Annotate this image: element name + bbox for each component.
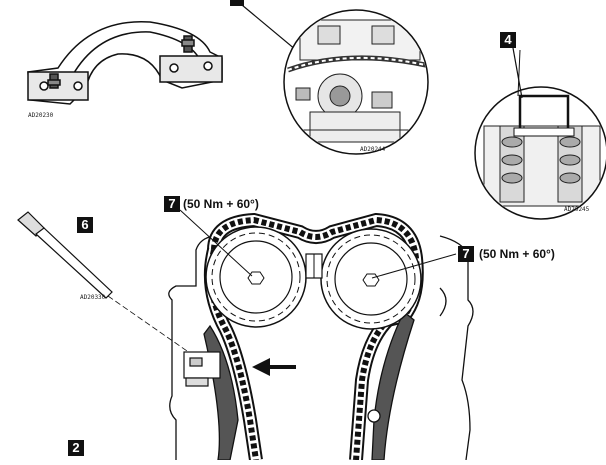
torque-spec-left: (50 Nm + 60°) <box>183 197 259 211</box>
leader-callout-4 <box>517 49 521 97</box>
top-callout-box-partial <box>230 0 244 6</box>
callout-2: 2 <box>68 440 84 456</box>
sprocket-left <box>205 226 307 328</box>
callout-7-right: 7 <box>458 246 474 262</box>
locking-rod-tool <box>17 211 201 361</box>
tensioner-bracket <box>183 351 221 387</box>
callout-6: 6 <box>77 217 93 233</box>
detail-camshafts <box>474 47 606 220</box>
leader-torque-left <box>179 209 253 277</box>
holding-tool <box>27 20 223 105</box>
code-detail-cam: AD20245 <box>564 206 590 213</box>
leader-torque-right <box>371 253 457 279</box>
code-tool-rod: AD20330 <box>80 294 106 301</box>
detail-chain-sprocket <box>283 9 429 155</box>
code-tool-arc: AD20230 <box>28 112 54 119</box>
guide-pivot-bolt <box>367 409 381 423</box>
callout-7-left: 7 <box>164 196 180 212</box>
torque-spec-right: (50 Nm + 60°) <box>479 247 555 261</box>
callout-4: 4 <box>500 32 516 48</box>
code-detail-chain: AD20244 <box>360 146 386 153</box>
sprocket-right <box>320 228 422 330</box>
pointer-arrow <box>252 358 296 376</box>
